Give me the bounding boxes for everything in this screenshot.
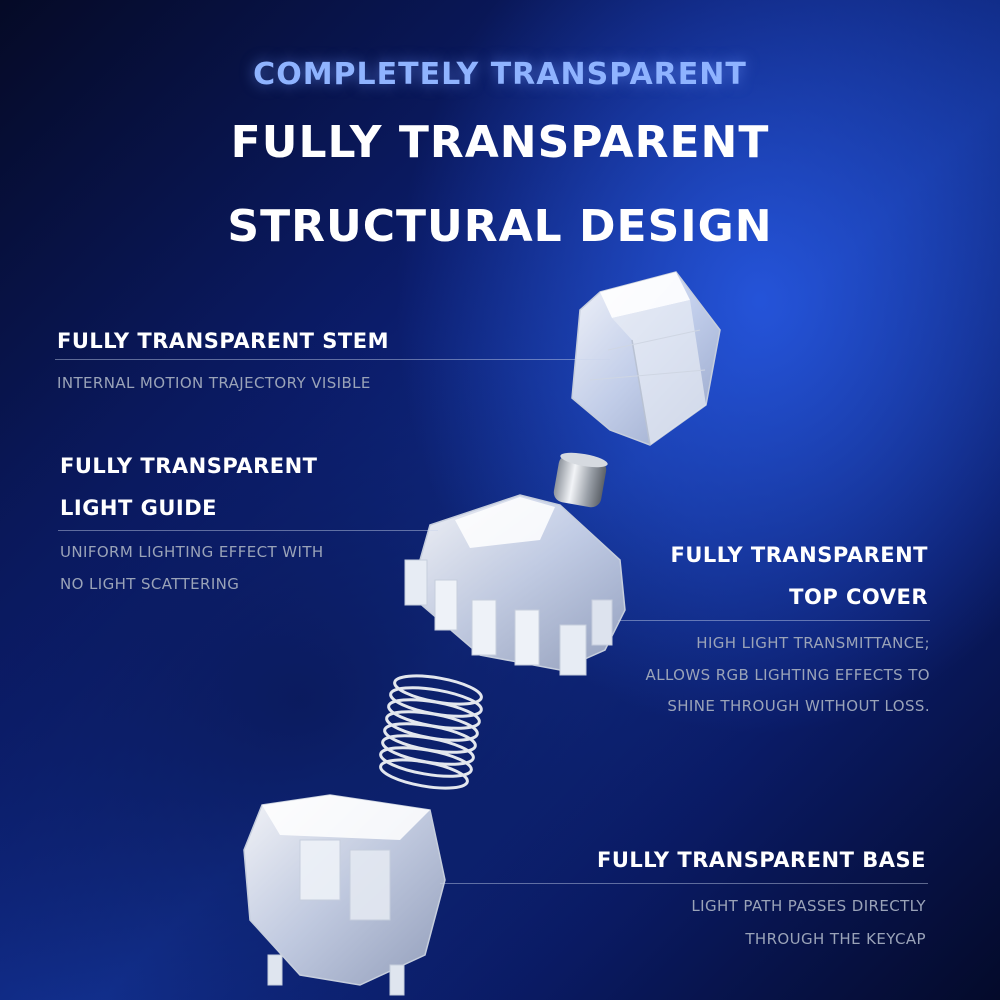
top-cover-title-line2: TOP COVER bbox=[789, 585, 928, 609]
light-guide-part bbox=[553, 452, 608, 508]
top-cover-description-line1: HIGH LIGHT TRANSMITTANCE; bbox=[696, 634, 930, 652]
stem-title: FULLY TRANSPARENT STEM bbox=[57, 329, 389, 353]
base-title: FULLY TRANSPARENT BASE bbox=[596, 848, 926, 872]
kicker-heading: COMPLETELY TRANSPARENT bbox=[253, 57, 747, 92]
top-cover-description-line2: ALLOWS RGB LIGHTING EFFECTS TO bbox=[645, 666, 930, 684]
stem-leader-line bbox=[55, 359, 610, 360]
top-cover-title-line1: FULLY TRANSPARENT bbox=[670, 543, 928, 567]
light-guide-description-line2: NO LIGHT SCATTERING bbox=[60, 575, 240, 593]
light-guide-leader-line bbox=[58, 530, 438, 531]
base-part bbox=[243, 794, 446, 996]
top-cover-description-line3: SHINE THROUGH WITHOUT LOSS. bbox=[667, 697, 930, 715]
light-guide-title-line2: LIGHT GUIDE bbox=[60, 496, 218, 520]
light-guide-description-line1: UNIFORM LIGHTING EFFECT WITH bbox=[60, 543, 324, 561]
main-title-line1: FULLY TRANSPARENT bbox=[230, 117, 770, 168]
base-leader-line bbox=[440, 883, 928, 884]
base-description-line2: THROUGH THE KEYCAP bbox=[745, 930, 926, 948]
base-description-line1: LIGHT PATH PASSES DIRECTLY bbox=[691, 897, 926, 915]
stem-description: INTERNAL MOTION TRAJECTORY VISIBLE bbox=[57, 374, 371, 392]
light-guide-title-line1: FULLY TRANSPARENT bbox=[60, 454, 318, 478]
spring-part bbox=[379, 674, 483, 790]
top-cover-part bbox=[404, 494, 626, 676]
main-title-line2: STRUCTURAL DESIGN bbox=[227, 201, 773, 252]
stem-part bbox=[571, 271, 721, 446]
top-cover-leader-line bbox=[618, 620, 930, 621]
